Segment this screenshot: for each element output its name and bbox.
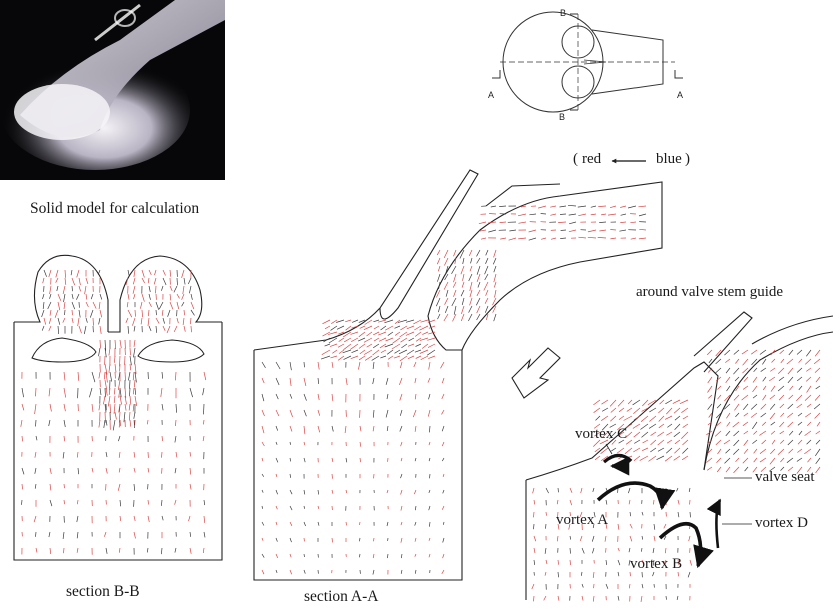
zoom-title: around valve stem guide bbox=[636, 284, 783, 301]
legend-to: blue bbox=[656, 151, 682, 168]
vortex-a-label: vortex A bbox=[556, 512, 608, 529]
vortex-d-arrow bbox=[716, 500, 720, 548]
section-bb-caption: section B-B bbox=[66, 583, 140, 601]
key-diagram bbox=[492, 12, 683, 112]
key-mark-a-left: A bbox=[488, 90, 494, 100]
legend-left-paren: ( bbox=[573, 151, 578, 168]
vortex-a-arrow bbox=[598, 483, 662, 508]
vortex-b-label: vortex B bbox=[630, 556, 682, 573]
vortex-d-label: vortex D bbox=[755, 515, 808, 532]
key-mark-b-bottom: B bbox=[559, 112, 565, 122]
vortex-c-arrow bbox=[604, 455, 630, 466]
key-mark-b-top: B bbox=[560, 8, 566, 18]
section-aa-caption: section A-A bbox=[304, 588, 378, 606]
zoom-transition-arrow bbox=[512, 348, 560, 398]
key-mark-a-right: A bbox=[677, 90, 683, 100]
section-bb-outline bbox=[14, 255, 222, 560]
valve-seat-label: valve seat bbox=[755, 469, 815, 486]
legend-right-paren: ) bbox=[685, 151, 690, 168]
legend-from: red bbox=[582, 151, 601, 168]
section-bb-vectors bbox=[21, 270, 206, 555]
vortex-c-label: vortex C bbox=[575, 426, 627, 443]
